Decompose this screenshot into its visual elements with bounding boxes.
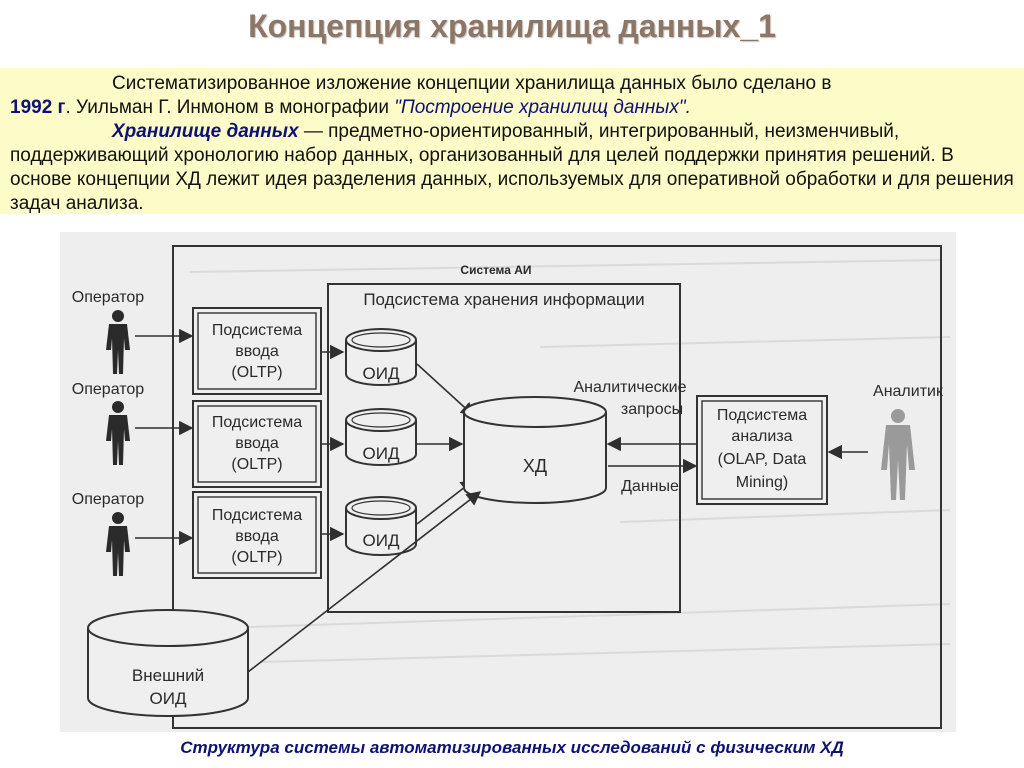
figure-caption: Структура системы автоматизированных исс…: [180, 738, 844, 757]
operator-3: Оператор: [72, 491, 145, 576]
page-title: Концепция хранилища данных_1: [248, 8, 776, 44]
intro-paragraph-1: Систематизированное изложение концепции …: [10, 72, 1014, 96]
input-subsystem-line: ввода: [235, 343, 279, 360]
external-oid-to-dw-arrow: [247, 491, 482, 673]
operator-1: Оператор: [72, 289, 145, 374]
input-subsystem-line: (OLTP): [231, 549, 282, 566]
analysis-subsystem: Подсистема анализа (OLAP, Data Mining): [696, 395, 828, 505]
input-subsystem-line: (OLTP): [231, 364, 282, 381]
storage-subsystem-box: [327, 283, 681, 613]
analyst-person-icon: [881, 409, 915, 500]
data-warehouse-label: ХД: [523, 456, 547, 476]
input-subsystem-line: ввода: [235, 528, 279, 545]
analytic-queries-label: Аналитические: [573, 379, 686, 396]
input-subsystem-line: Подсистема: [212, 414, 302, 431]
analysis-subsystem-line: Подсистема: [717, 407, 807, 424]
input-subsystem-1: Подсистема ввода (OLTP): [192, 307, 322, 395]
analysis-subsystem-line: анализа: [731, 428, 792, 445]
diagram-figure: Система АИ Подсистема хранения информаци…: [60, 232, 956, 732]
intro-term: Хранилище данных: [112, 121, 299, 142]
external-oid-label-line: Внешний: [132, 666, 204, 685]
system-ai-boundary: [172, 245, 942, 729]
external-oid-cylinder: Внешний ОИД: [87, 609, 249, 717]
operator-label: Оператор: [72, 491, 145, 508]
oid-cylinder-3: ОИД: [345, 496, 417, 556]
intro-line-2: . Уильман Г. Инмоном в монографии: [65, 97, 395, 118]
input-subsystem-3: Подсистема ввода (OLTP): [192, 491, 322, 579]
input-subsystem-line: ввода: [235, 435, 279, 452]
intro-book-title: "Построение хранилищ данных".: [394, 97, 691, 118]
intro-line-1: Систематизированное изложение концепции …: [112, 73, 832, 94]
analysis-subsystem-line: Mining): [736, 474, 788, 491]
input-subsystem-line: Подсистема: [212, 322, 302, 339]
input-subsystem-line: Подсистема: [212, 507, 302, 524]
system-ai-label: Система АИ: [460, 263, 531, 277]
oid-cylinder-1: ОИД: [345, 328, 417, 386]
analytic-queries-label: запросы: [621, 401, 683, 418]
oid-label: ОИД: [363, 364, 400, 383]
intro-text-block: Систематизированное изложение концепции …: [0, 68, 1024, 214]
input-subsystem-line: (OLTP): [231, 456, 282, 473]
input-subsystem-2: Подсистема ввода (OLTP): [192, 400, 322, 488]
intro-paragraph-2: Хранилище данных — предметно-ориентирова…: [10, 120, 1014, 216]
intro-paragraph-1-cont: 1992 г. Уильман Г. Инмоном в монографии …: [10, 96, 1014, 120]
intro-year: 1992 г: [10, 97, 66, 118]
operator-label: Оператор: [72, 289, 145, 306]
external-oid-label-line: ОИД: [150, 689, 187, 708]
analyst-label: Аналитик: [873, 383, 944, 400]
oid-label: ОИД: [363, 444, 400, 463]
analysis-subsystem-line: (OLAP, Data: [718, 451, 807, 468]
oid-label: ОИД: [363, 531, 400, 550]
intro-definition: — предметно-ориентированный, интегрирова…: [10, 121, 1014, 214]
architecture-diagram: Система АИ Подсистема хранения информаци…: [60, 232, 956, 732]
storage-subsystem-label: Подсистема хранения информации: [363, 290, 644, 309]
data-label: Данные: [621, 478, 679, 495]
oid-to-dw-arrow: [416, 363, 476, 417]
operator-2: Оператор: [72, 381, 145, 465]
data-warehouse-cylinder: ХД: [463, 396, 607, 504]
oid-cylinder-2: ОИД: [345, 408, 417, 466]
operator-label: Оператор: [72, 381, 145, 398]
